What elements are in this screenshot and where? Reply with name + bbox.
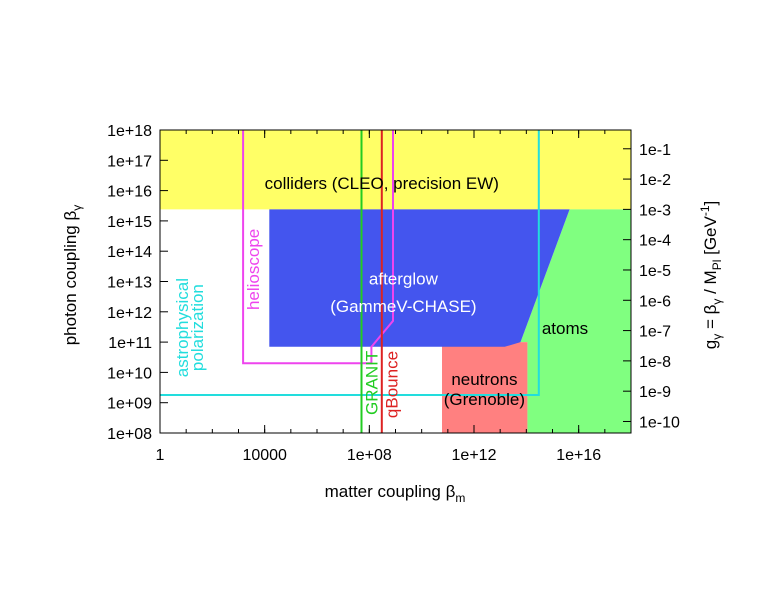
y2-tick-label: 1e-6 bbox=[639, 293, 671, 310]
y2-title-beta-sub: γ bbox=[710, 299, 724, 305]
y2-tick-label: 1e-7 bbox=[639, 324, 671, 341]
x-axis-ticks: 1 10000 1e+08 1e+12 1e+16 bbox=[156, 130, 632, 464]
x-axis-title: matter coupling βm bbox=[325, 482, 466, 505]
region-colliders bbox=[160, 130, 631, 210]
y2-title-close: ] bbox=[701, 201, 720, 206]
y2-tick-label: 1e-1 bbox=[639, 142, 671, 159]
y-axis-title-main: photon coupling β bbox=[61, 211, 80, 346]
regions-layer bbox=[160, 130, 631, 433]
y-tick-label: 1e+11 bbox=[108, 335, 152, 352]
label-atoms: atoms bbox=[542, 319, 588, 338]
y2-axis-title: gγ = βγ / MPl [GeV-1] bbox=[698, 201, 724, 350]
y-axis-title: photon coupling βγ bbox=[61, 205, 84, 346]
y-axis-title-sub: γ bbox=[70, 205, 84, 211]
y2-title-g: g bbox=[701, 340, 720, 349]
x-tick-label: 1e+12 bbox=[452, 447, 497, 464]
y-tick-label: 1e+10 bbox=[107, 365, 152, 382]
label-astro-1: astrophysical bbox=[173, 278, 192, 377]
x-tick-label: 10000 bbox=[242, 447, 287, 464]
y-tick-label: 1e+13 bbox=[107, 275, 152, 292]
x-axis-title-main: matter coupling β bbox=[325, 482, 456, 501]
y-tick-label: 1e+14 bbox=[107, 244, 152, 261]
label-neutrons: neutrons bbox=[451, 370, 517, 389]
y2-tick-label: 1e-9 bbox=[639, 384, 671, 401]
y2-tick-label: 1e-3 bbox=[639, 202, 671, 219]
x-tick-label: 1 bbox=[156, 447, 165, 464]
region-afterglow bbox=[269, 209, 570, 347]
y-tick-label: 1e+16 bbox=[107, 184, 152, 201]
label-colliders: colliders (CLEO, precision EW) bbox=[265, 174, 499, 193]
x-tick-label: 1e+08 bbox=[347, 447, 392, 464]
y2-tick-label: 1e-2 bbox=[639, 172, 671, 189]
y2-tick-label: 1e-8 bbox=[639, 354, 671, 371]
x-axis-title-sub: m bbox=[455, 491, 465, 505]
curve-helioscope bbox=[242, 130, 394, 365]
label-grenoble: (Grenoble) bbox=[444, 390, 525, 409]
y2-title-unit: [GeV bbox=[701, 215, 720, 259]
label-afterglow-2: (GammeV-CHASE) bbox=[330, 297, 476, 316]
region-labels-layer: colliders (CLEO, precision EW) afterglow (… bbox=[173, 174, 588, 418]
curve-astrophysical bbox=[160, 130, 540, 396]
label-qbounce: qBounce bbox=[382, 351, 401, 418]
label-granit: GRANIT bbox=[363, 351, 382, 415]
y-tick-label: 1e+18 bbox=[107, 123, 152, 140]
y2-tick-label: 1e-10 bbox=[639, 415, 680, 432]
y2-title-pl-sub: Pl bbox=[710, 260, 724, 271]
y2-title-eq-beta: = β bbox=[701, 304, 720, 333]
y2-tick-label: 1e-4 bbox=[639, 233, 671, 250]
y-tick-label: 1e+15 bbox=[107, 214, 152, 231]
y2-title-slash-m: / M bbox=[701, 270, 720, 298]
label-helioscope: helioscope bbox=[244, 229, 263, 310]
curves-layer bbox=[160, 130, 540, 433]
y2-title-gamma-sub: γ bbox=[710, 334, 724, 340]
y-tick-label: 1e+17 bbox=[107, 153, 152, 170]
label-astro-2: polarization bbox=[188, 284, 207, 371]
y2-title-unit-exp: -1 bbox=[698, 205, 712, 216]
y2-axis-ticks: 1e-10 1e-9 1e-8 1e-7 1e-6 1e-5 1e-4 1e-3 1e-2 1e-… bbox=[623, 142, 680, 432]
y2-tick-label: 1e-5 bbox=[639, 263, 671, 280]
y-axis-ticks: 1e+08 1e+09 1e+10 1e+11 1e+12 1e+13 1e+14 1e+15… bbox=[107, 123, 168, 443]
x-tick-label: 1e+16 bbox=[556, 447, 601, 464]
y-tick-label: 1e+09 bbox=[107, 396, 152, 413]
y-tick-label: 1e+08 bbox=[107, 426, 152, 443]
region-neutrons bbox=[442, 342, 528, 433]
y-tick-label: 1e+12 bbox=[107, 305, 152, 322]
label-afterglow-1: afterglow bbox=[369, 270, 439, 289]
region-atoms bbox=[520, 209, 631, 433]
